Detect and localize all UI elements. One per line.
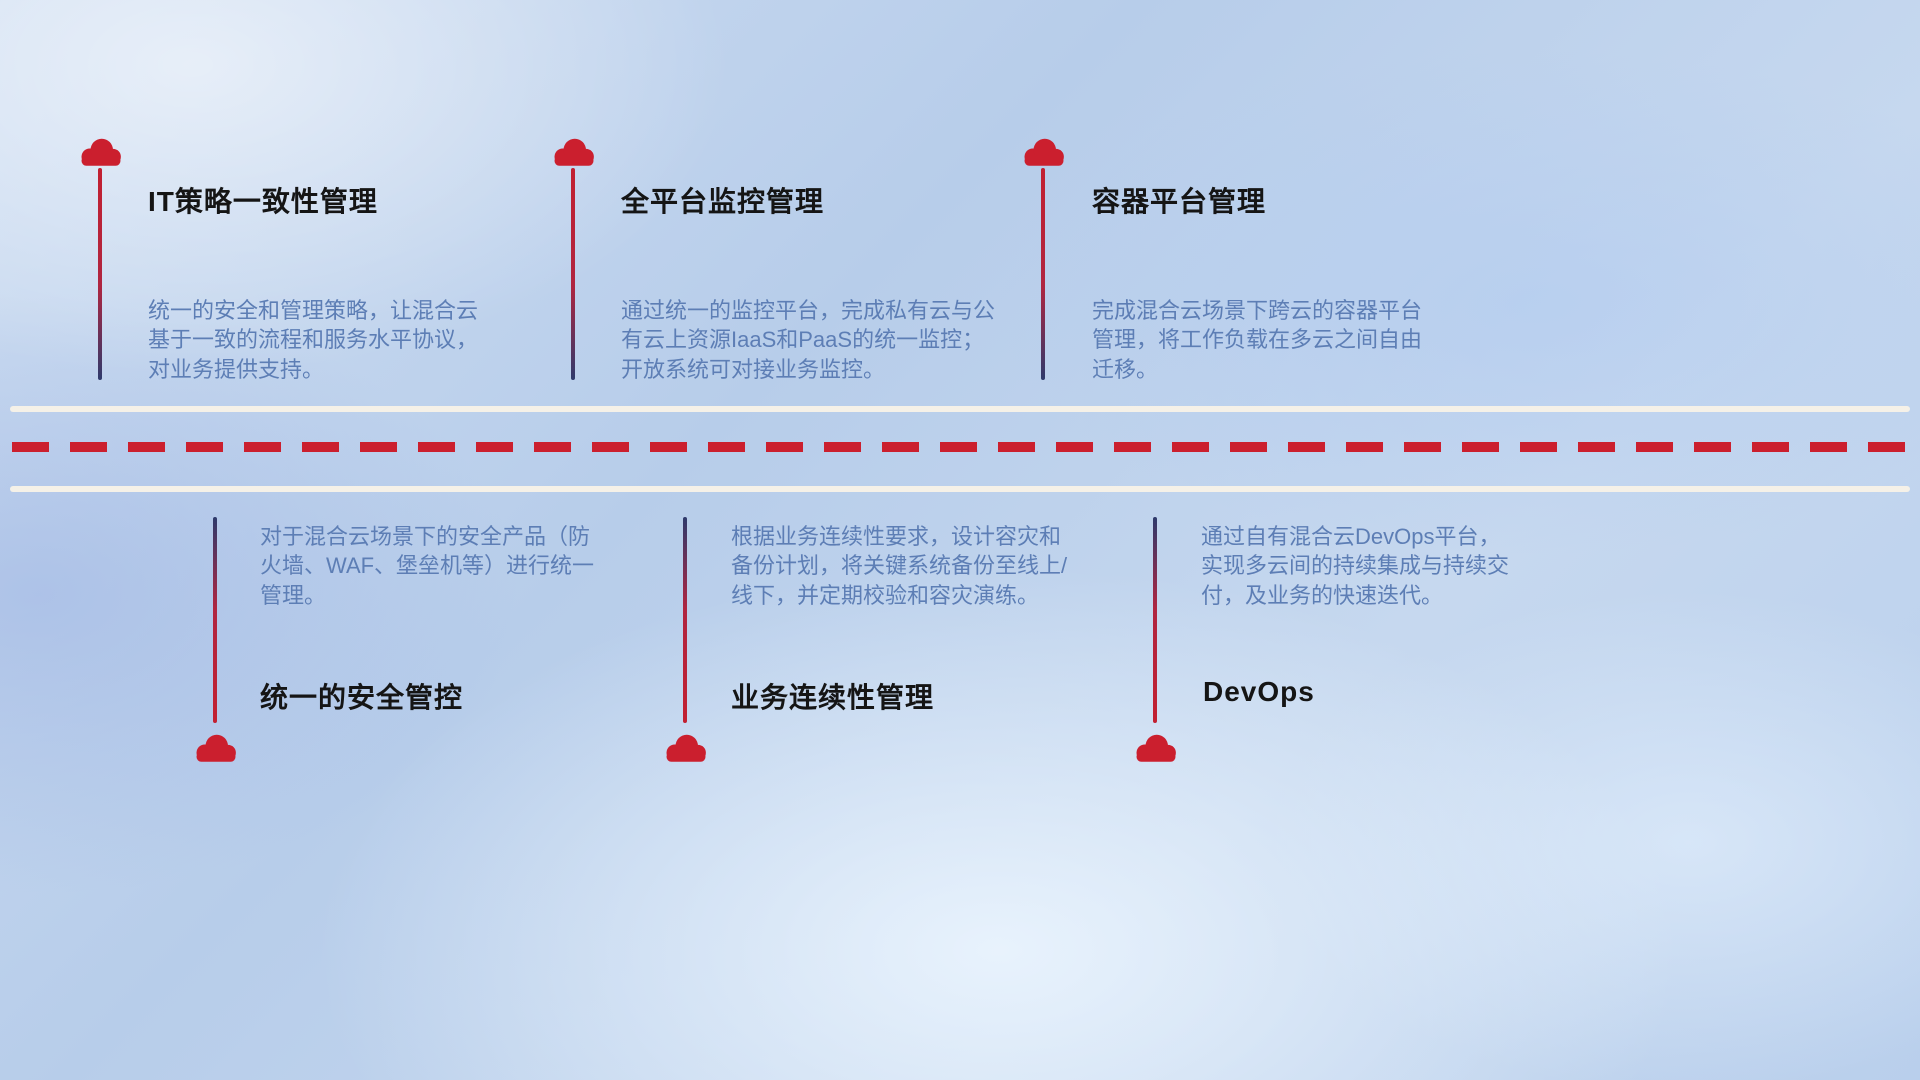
connector-line (683, 517, 687, 723)
item-description: 通过统一的监控平台，完成私有云与公有云上资源IaaS和PaaS的统一监控；开放系… (621, 298, 996, 382)
road-bottom-line (10, 486, 1910, 492)
item-description: 根据业务连续性要求，设计容灾和备份计划，将关键系统备份至线上/线下，并定期校验和… (731, 524, 1068, 608)
item-title: 统一的安全管控 (260, 682, 464, 713)
road-top-line (10, 406, 1910, 412)
cloud-icon (196, 734, 236, 762)
connector-line (571, 168, 575, 380)
item-title: 容器平台管理 (1092, 186, 1267, 217)
cloud-icon (81, 138, 121, 166)
item-description: 通过自有混合云DevOps平台，实现多云间的持续集成与持续交付，及业务的快速迭代… (1201, 524, 1510, 608)
item-description: 完成混合云场景下跨云的容器平台管理，将工作负载在多云之间自由迁移。 (1092, 298, 1423, 382)
item-title: DevOps (1203, 676, 1315, 707)
connector-line (213, 517, 217, 723)
road-dashed-line (12, 442, 1908, 452)
connector-line (98, 168, 102, 380)
item-description: 对于混合云场景下的安全产品（防火墙、WAF、堡垒机等）进行统一管理。 (260, 524, 595, 608)
item-title: 业务连续性管理 (731, 682, 935, 713)
cloud-icon (666, 734, 706, 762)
cloud-icon (1136, 734, 1176, 762)
item-title: IT策略一致性管理 (148, 186, 378, 217)
cloud-icon (554, 138, 594, 166)
cloud-icon (1024, 138, 1064, 166)
connector-line (1041, 168, 1045, 380)
item-title: 全平台监控管理 (621, 186, 825, 217)
connector-line (1153, 517, 1157, 723)
item-description: 统一的安全和管理策略，让混合云基于一致的流程和服务水平协议，对业务提供支持。 (148, 298, 479, 382)
